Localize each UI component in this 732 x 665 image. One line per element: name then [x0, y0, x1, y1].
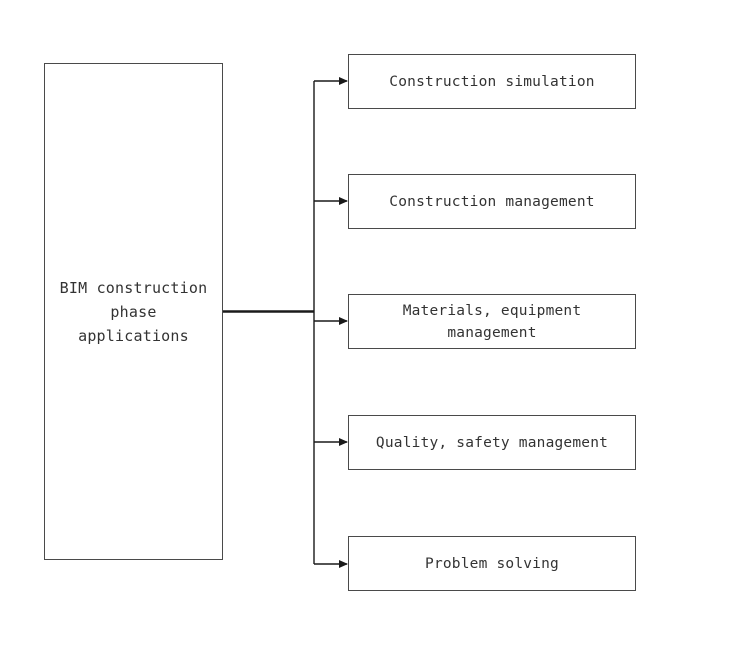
node-label: Quality, safety management — [375, 434, 609, 451]
root-node-bim-construction-phase-applications: BIM construction phase applications — [44, 63, 223, 560]
node-materials-equipment-management: Materials, equipment management — [348, 294, 636, 349]
node-label: Construction simulation — [389, 73, 595, 90]
node-quality-safety-management: Quality, safety management — [348, 415, 636, 470]
node-label: Problem solving — [425, 555, 559, 572]
root-node-label: BIM construction phase applications — [59, 278, 208, 345]
node-label: Construction management — [389, 193, 595, 210]
node-problem-solving: Problem solving — [348, 536, 636, 591]
node-label: Materials, equipment management — [402, 302, 582, 341]
node-construction-simulation: Construction simulation — [348, 54, 636, 109]
node-construction-management: Construction management — [348, 174, 636, 229]
